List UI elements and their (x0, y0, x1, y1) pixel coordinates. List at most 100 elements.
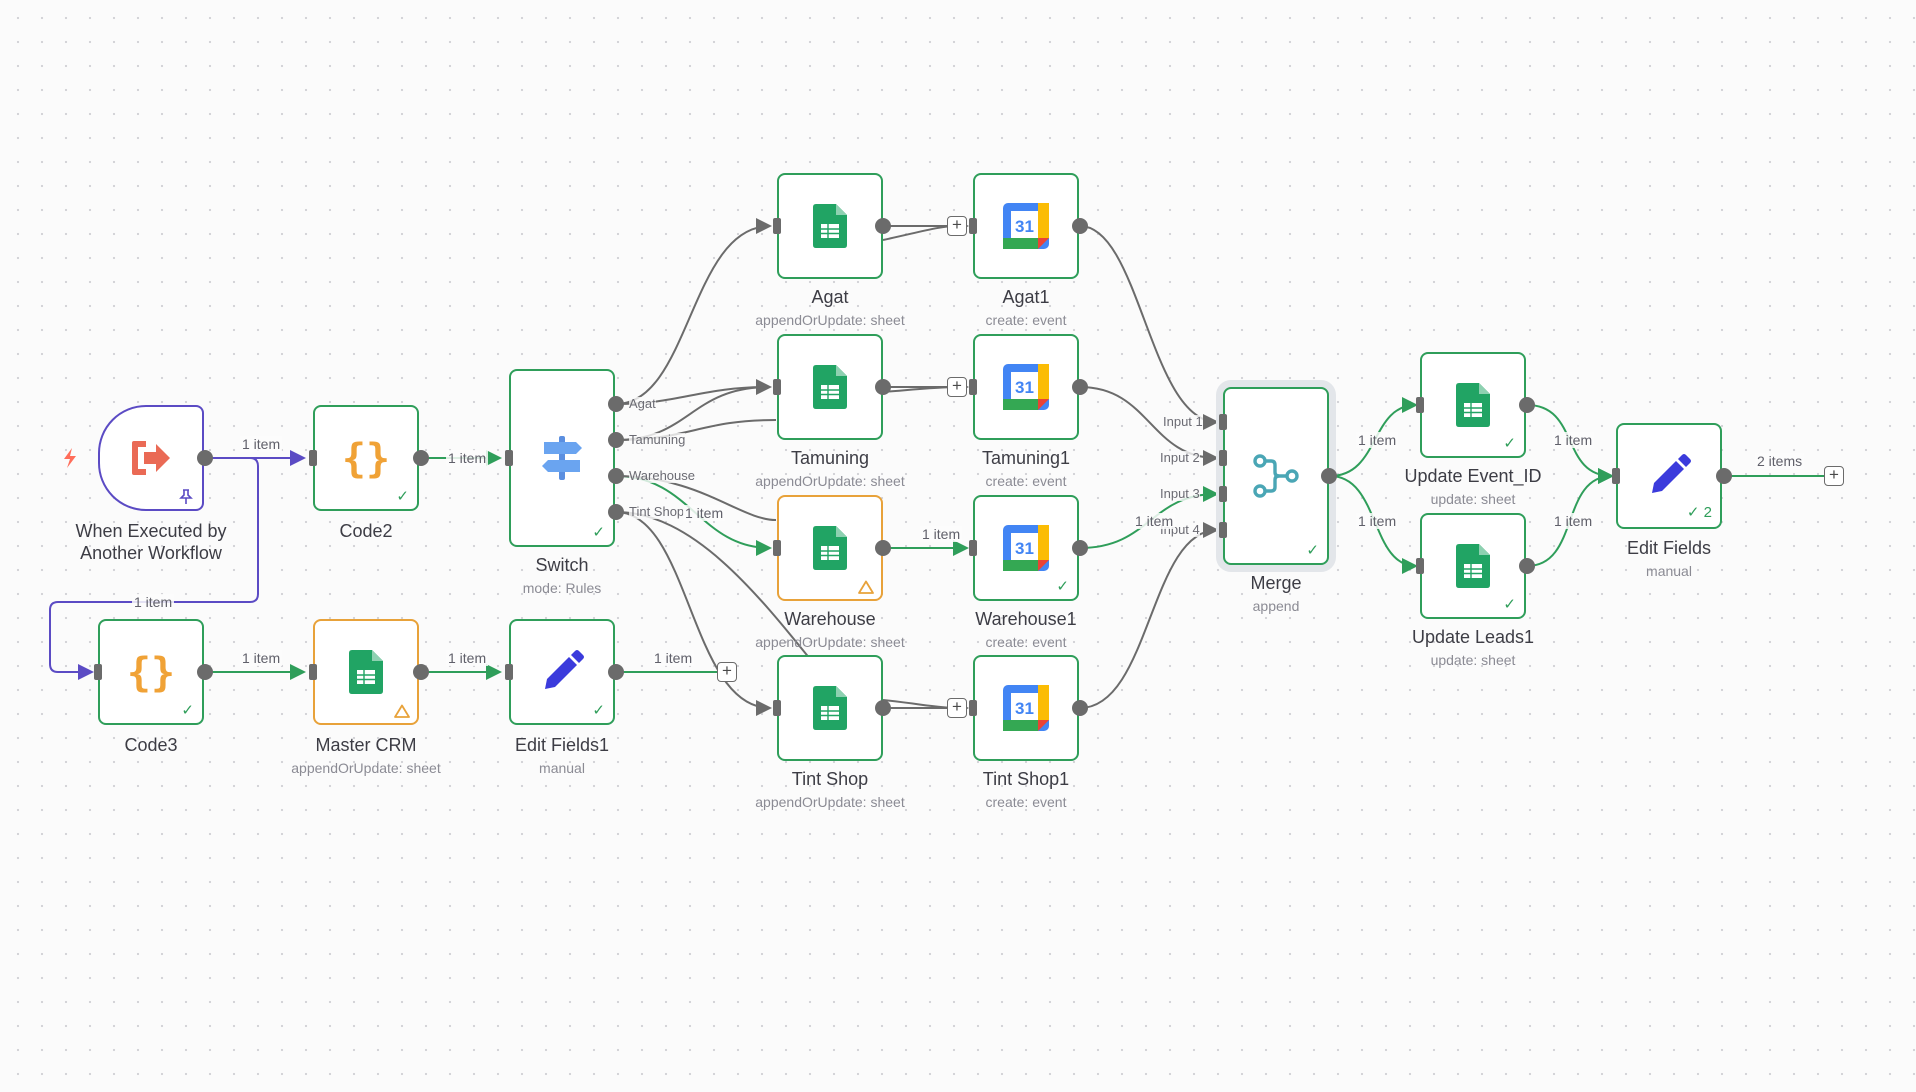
switch-output-agat[interactable] (608, 396, 624, 412)
edge-label: 1 item (446, 450, 489, 466)
add-node-button[interactable]: + (717, 662, 737, 682)
agat-subtitle: appendOrUpdate: sheet (755, 312, 905, 328)
edge-tint1-merge (1079, 522, 1219, 709)
merge-input-3-port[interactable] (1219, 486, 1227, 502)
edit-fields-output-port[interactable] (1716, 468, 1732, 484)
switch-output-tamuning[interactable] (608, 432, 624, 448)
node-agat[interactable] (777, 173, 883, 279)
warehouse1-input-port[interactable] (969, 540, 977, 556)
node-tamuning1[interactable]: 31 (973, 334, 1079, 440)
tint-shop1-input-port[interactable] (969, 700, 977, 716)
google-calendar-icon: 31 (1003, 685, 1049, 731)
google-sheets-icon (813, 204, 847, 248)
edit-fields1-input-port[interactable] (505, 664, 513, 680)
edit-fields1-output-port[interactable] (608, 664, 624, 680)
tamuning-input-port[interactable] (773, 379, 781, 395)
node-update-leads1[interactable]: ✓ (1420, 513, 1526, 619)
edge-label: 1 item (1356, 513, 1399, 529)
warehouse-input-port[interactable] (773, 540, 781, 556)
node-tamuning[interactable] (777, 334, 883, 440)
agat-input-port[interactable] (773, 218, 781, 234)
add-node-button[interactable]: + (947, 698, 967, 718)
google-sheets-icon (1456, 544, 1490, 588)
code-braces-icon: {} (342, 436, 390, 480)
google-sheets-icon (349, 650, 383, 694)
switch-output-tintshop[interactable] (608, 504, 624, 520)
switch-label: Switch mode: Rules (523, 554, 602, 597)
update-event-id-output-port[interactable] (1519, 397, 1535, 413)
warning-icon (394, 704, 410, 718)
master-crm-name: Master CRM (315, 735, 417, 755)
agat1-input-port[interactable] (969, 218, 977, 234)
node-switch[interactable]: ✓ (509, 369, 615, 547)
tint-shop-input-port[interactable] (773, 700, 781, 716)
trigger-label: When Executed by Another Workflow (75, 520, 226, 564)
edit-fields-subtitle: manual (1646, 563, 1692, 579)
node-when-executed-trigger[interactable] (98, 405, 204, 511)
warehouse1-output-port[interactable] (1072, 540, 1088, 556)
success-check-icon: ✓ (592, 524, 605, 541)
warning-icon (858, 580, 874, 594)
code3-name: Code3 (124, 735, 178, 755)
node-update-event-id[interactable]: ✓ (1420, 352, 1526, 458)
code3-output-port[interactable] (197, 664, 213, 680)
merge-subtitle: append (1252, 598, 1300, 614)
master-crm-input-port[interactable] (309, 664, 317, 680)
node-edit-fields1[interactable]: ✓ (509, 619, 615, 725)
node-edit-fields[interactable]: ✓ 2 (1616, 423, 1722, 529)
node-code2[interactable]: {} ✓ (313, 405, 419, 511)
edge-label: 1 item (446, 650, 489, 666)
edge-label: 2 items (1755, 453, 1805, 469)
success-check-icon: ✓ (1503, 435, 1516, 452)
node-warehouse[interactable] (777, 495, 883, 601)
google-sheets-icon (813, 365, 847, 409)
node-merge[interactable]: ✓ (1223, 387, 1329, 565)
edit-fields-name: Edit Fields (1626, 538, 1712, 558)
update-leads1-name: Update Leads1 (1411, 627, 1535, 647)
node-agat1[interactable]: 31 (973, 173, 1079, 279)
pencil-icon (545, 650, 584, 689)
code3-input-port[interactable] (94, 664, 102, 680)
add-node-button[interactable]: + (947, 216, 967, 236)
edge-label: 1 item (1552, 513, 1595, 529)
update-leads1-output-port[interactable] (1519, 558, 1535, 574)
master-crm-output-port[interactable] (413, 664, 429, 680)
code2-input-port[interactable] (309, 450, 317, 466)
node-tint-shop[interactable] (777, 655, 883, 761)
trigger-name: When Executed by (75, 521, 227, 541)
update-leads1-input-port[interactable] (1416, 558, 1424, 574)
agat-output-port[interactable] (875, 218, 891, 234)
merge-input-4-port[interactable] (1219, 522, 1227, 538)
code2-output-port[interactable] (413, 450, 429, 466)
merge-output-port[interactable] (1321, 468, 1337, 484)
switch-input-port[interactable] (505, 450, 513, 466)
add-node-button[interactable]: + (1824, 466, 1844, 486)
node-warehouse1[interactable]: 31 ✓ (973, 495, 1079, 601)
tint-shop1-output-port[interactable] (1072, 700, 1088, 716)
update-event-id-input-port[interactable] (1416, 397, 1424, 413)
merge-input-label-2: Input 2 (1160, 450, 1200, 465)
trigger-output-port[interactable] (197, 450, 213, 466)
add-node-button[interactable]: + (947, 377, 967, 397)
switch-output-warehouse[interactable] (608, 468, 624, 484)
merge-name: Merge (1250, 573, 1302, 593)
master-crm-subtitle: appendOrUpdate: sheet (291, 760, 441, 776)
edit-fields-input-port[interactable] (1612, 468, 1620, 484)
code2-name: Code2 (339, 521, 393, 541)
merge-input-1-port[interactable] (1219, 414, 1227, 430)
tint-shop-output-port[interactable] (875, 700, 891, 716)
agat-name: Agat (811, 287, 849, 307)
warehouse-output-port[interactable] (875, 540, 891, 556)
tamuning-output-port[interactable] (875, 379, 891, 395)
tamuning1-output-port[interactable] (1072, 379, 1088, 395)
svg-text:{}: {} (342, 436, 390, 480)
node-master-crm[interactable] (313, 619, 419, 725)
merge-input-2-port[interactable] (1219, 450, 1227, 466)
tamuning1-input-port[interactable] (969, 379, 977, 395)
node-tint-shop1[interactable]: 31 (973, 655, 1079, 761)
agat1-output-port[interactable] (1072, 218, 1088, 234)
tint-shop1-name: Tint Shop1 (982, 769, 1070, 789)
pencil-icon (1652, 454, 1691, 493)
node-code3[interactable]: {} ✓ (98, 619, 204, 725)
